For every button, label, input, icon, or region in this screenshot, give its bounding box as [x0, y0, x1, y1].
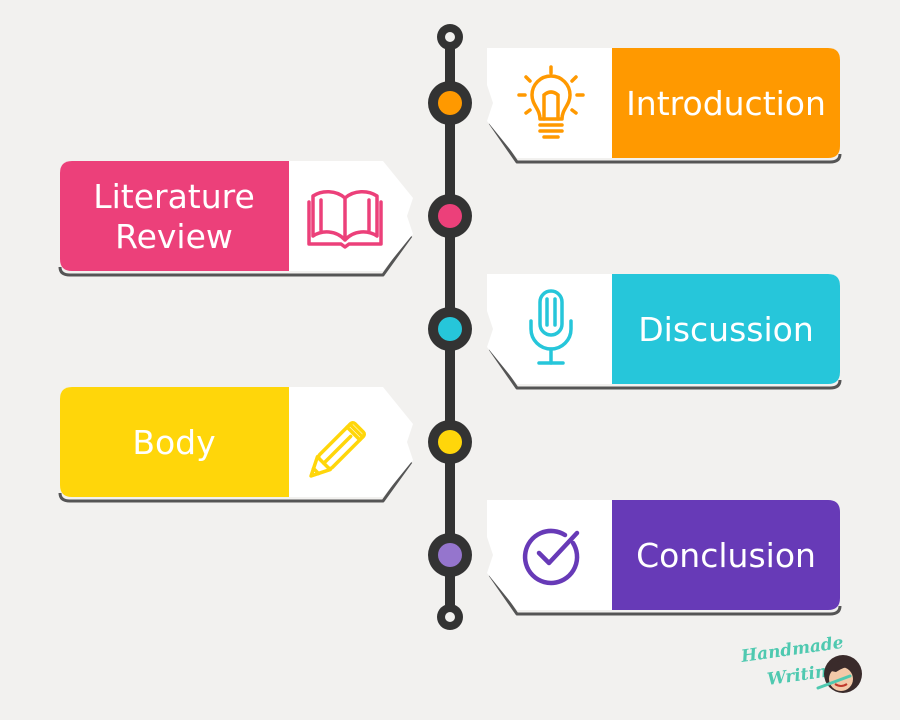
card-label: Conclusion	[636, 536, 816, 575]
card-label: Review	[115, 217, 233, 256]
card-label-panel	[612, 500, 840, 610]
card-label-panel	[612, 274, 840, 384]
avatar-icon	[816, 655, 862, 693]
timeline-node-dot	[438, 430, 462, 454]
timeline-step: Conclusion	[428, 500, 842, 616]
timeline-node-dot	[438, 204, 462, 228]
timeline-step: Introduction	[428, 48, 842, 164]
card-label: Introduction	[626, 84, 826, 123]
card-label: Body	[132, 423, 215, 462]
timeline-step: Discussion	[428, 274, 842, 390]
timeline-node-dot	[438, 317, 462, 341]
timeline-node-dot	[438, 91, 462, 115]
card-label: Literature	[93, 177, 255, 216]
timeline-node-dot	[438, 543, 462, 567]
card-label-panel	[60, 161, 289, 271]
timeline-layer: IntroductionLiteratureReviewDiscussionBo…	[58, 24, 842, 630]
card-label-panel	[612, 48, 840, 158]
card-label: Discussion	[638, 310, 814, 349]
card-label-panel	[60, 387, 289, 497]
timeline-step: Body	[58, 387, 472, 503]
